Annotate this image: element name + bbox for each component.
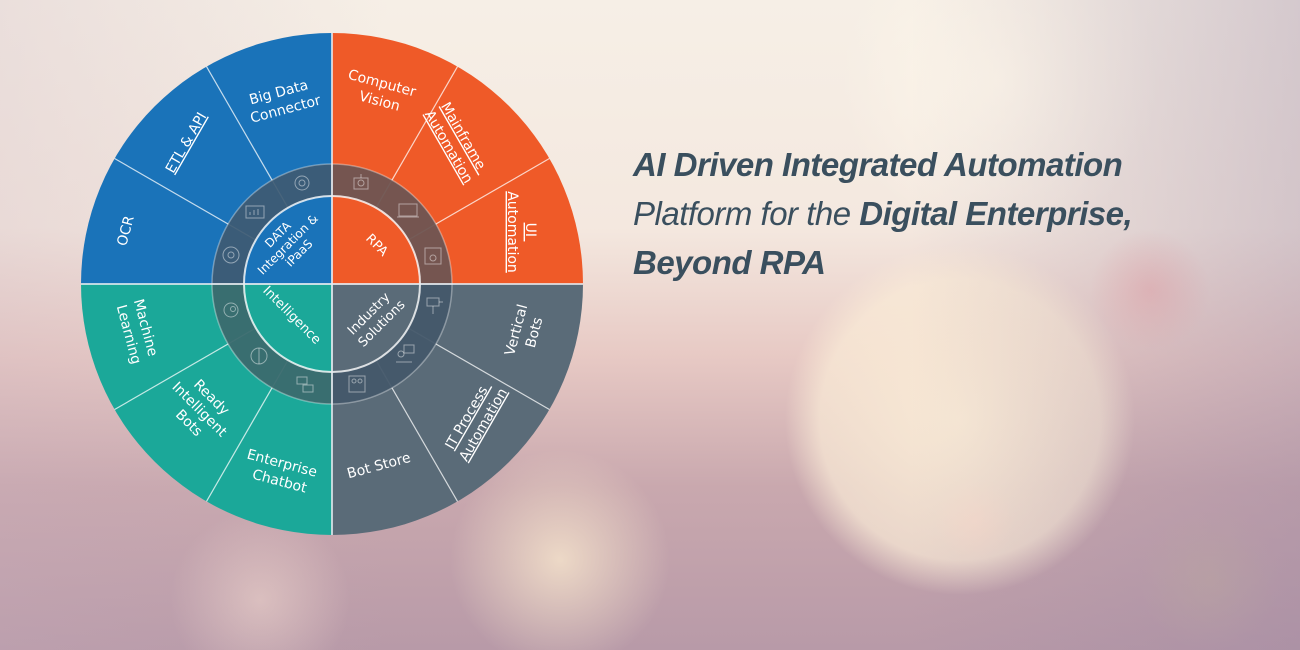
- chat-bot-icon: [296, 376, 314, 393]
- headline: AI Driven Integrated Automation Platform…: [633, 140, 1273, 287]
- segment-ui-automation: UI Automation: [504, 191, 538, 273]
- robot-arm-icon: [426, 297, 443, 314]
- laptop-workflow-icon: [397, 203, 419, 218]
- person-screen-icon: [396, 344, 415, 363]
- robot-icon: [353, 174, 369, 190]
- gear-refresh-icon: [222, 246, 240, 264]
- segment-labels: OCR ETL & API Big Data Connector Compute…: [113, 67, 547, 497]
- window-gear-icon: [424, 247, 442, 265]
- segment-ocr: OCR: [114, 214, 137, 248]
- headline-line-2: Platform for the Digital Enterprise,: [633, 195, 1133, 232]
- gear-network-icon: [294, 175, 310, 191]
- core-disc: [212, 164, 452, 404]
- headline-line-1: AI Driven Integrated Automation: [633, 146, 1123, 183]
- headline-line-3: Beyond RPA: [633, 244, 826, 281]
- ring-icons: [222, 174, 443, 393]
- brain-gear-icon: [250, 347, 268, 365]
- head-gears-icon: [223, 302, 239, 318]
- monitor-chart-icon: [245, 205, 265, 219]
- bot-dashboard-icon: [348, 375, 366, 393]
